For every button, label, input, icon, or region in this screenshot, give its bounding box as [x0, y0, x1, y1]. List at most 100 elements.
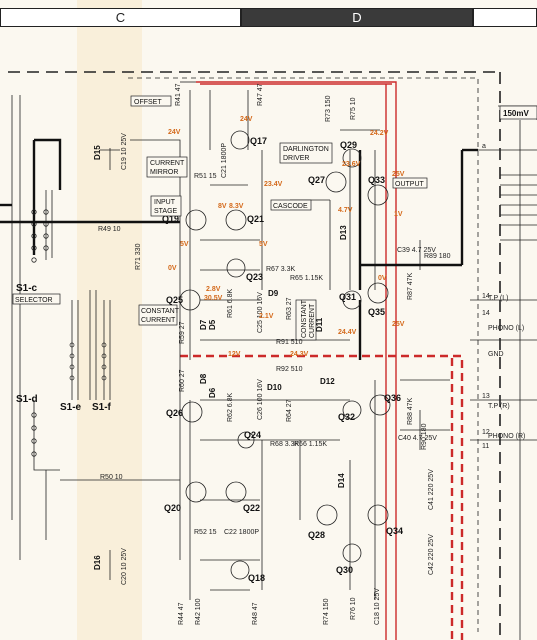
- label-r64: R64 27: [286, 399, 293, 422]
- label-c39: C39 4.7 25V: [397, 247, 436, 254]
- label-r51: R51 15: [194, 173, 217, 180]
- transistor-q36: Q36: [369, 393, 401, 416]
- pin-12: 12: [482, 429, 490, 436]
- selector-switch-s1d: [31, 400, 130, 540]
- transistor-q34: Q34: [367, 504, 403, 536]
- label-q31: Q31: [339, 292, 356, 302]
- label-r49: R49 10: [98, 226, 121, 233]
- label-q35: Q35: [368, 307, 385, 317]
- label-q33: Q33: [368, 175, 385, 185]
- transistor-q27: Q27: [308, 171, 347, 193]
- transistor-q23: Q23: [226, 258, 263, 282]
- label-r42: R42 100: [195, 598, 202, 625]
- transistor-q28: Q28: [308, 504, 338, 540]
- pin-11: 11: [482, 443, 489, 450]
- voltage-2-1v: 2.1V: [259, 313, 274, 320]
- label-r76: R76 10: [350, 597, 357, 620]
- label-d11: D11: [315, 317, 324, 332]
- label-offset: OFFSET: [134, 99, 162, 106]
- voltage-2-8v: 2.8V: [206, 286, 221, 293]
- label-r63: R63 27: [286, 297, 293, 320]
- transistor-q25: Q25: [166, 289, 201, 311]
- label-r74: R74 150: [323, 598, 330, 625]
- label-c20: C20 10 25V: [121, 548, 128, 585]
- label-q21: Q21: [247, 214, 264, 224]
- label-r62: R62 6.8K: [227, 392, 234, 422]
- voltage-24v-top: 24V: [240, 116, 253, 123]
- label-d10: D10: [267, 383, 282, 392]
- label-darlington-1: DARLINGTON: [283, 146, 329, 153]
- voltage-24-4v: 24.4V: [338, 329, 357, 336]
- label-q25: Q25: [166, 295, 183, 305]
- label-s1d: S1-d: [16, 394, 38, 405]
- label-selector: SELECTOR: [15, 297, 53, 304]
- label-r87: R87 47K: [407, 272, 414, 300]
- label-current-mirror-1: CURRENT: [150, 160, 185, 167]
- label-c22: C22 1800P: [224, 529, 259, 536]
- label-r90: R90 180: [421, 423, 428, 450]
- current-mirror-box: [146, 156, 188, 178]
- label-d12: D12: [320, 377, 335, 386]
- voltage-24v-left: 24V: [168, 129, 181, 136]
- label-constant-current-right-2: CURRENT: [309, 303, 316, 338]
- input-stage-box: [150, 195, 182, 217]
- label-input-stage-1: INPUT: [154, 199, 176, 206]
- transistor-q17: Q17: [230, 130, 267, 150]
- constant-current-right-box: [295, 299, 317, 341]
- label-d15: D15: [93, 145, 102, 160]
- transistor-q21: Q21: [225, 209, 264, 231]
- label-tp-r: T.P (R): [488, 403, 510, 410]
- label-r67: R67 3.3K: [266, 266, 296, 273]
- label-r88: R88 47K: [407, 397, 414, 425]
- voltage-23-6v: 23.6V: [342, 161, 361, 168]
- label-current-mirror-2: MIRROR: [150, 169, 178, 176]
- label-q28: Q28: [308, 530, 325, 540]
- label-c21: C21 1800P: [221, 143, 228, 178]
- transistor-q20: Q20: [164, 481, 207, 513]
- selector-switch-s1e-s1f: [69, 290, 111, 400]
- label-gnd: GND: [488, 351, 504, 358]
- board-outline: [8, 71, 501, 640]
- voltage-4-7v: 4.7V: [338, 207, 353, 214]
- transistor-q24: Q24: [237, 430, 261, 449]
- grid-column-d: D: [241, 8, 473, 27]
- label-q22: Q22: [243, 503, 260, 513]
- label-s1c: S1-c: [16, 283, 38, 294]
- label-d9: D9: [268, 289, 279, 298]
- grid-column-c: C: [0, 8, 241, 27]
- transistor-q33: Q33: [367, 175, 389, 206]
- transistor-q18: Q18: [230, 560, 265, 583]
- voltage-12v: 12V: [228, 351, 241, 358]
- label-r44: R44 47: [178, 602, 185, 625]
- label-r50: R50 10: [100, 474, 123, 481]
- label-q26: Q26: [166, 408, 183, 418]
- transistor-q29: Q29: [340, 140, 362, 168]
- voltage-5v-a: 5V: [180, 241, 189, 248]
- transistor-q35: Q35: [367, 282, 389, 317]
- label-q29: Q29: [340, 140, 357, 150]
- label-c19: C19 10 25V: [121, 133, 128, 170]
- label-c25: C25 100 16V: [257, 292, 264, 333]
- pin-a: a: [482, 143, 486, 150]
- label-r47: R47 47: [257, 83, 264, 106]
- voltage-25v: 25V: [392, 171, 405, 178]
- transistor-q22: Q22: [225, 481, 260, 513]
- label-r52: R52 15: [194, 529, 217, 536]
- transistor-q26: Q26: [166, 401, 203, 423]
- pin-13: 13: [482, 393, 490, 400]
- label-q23: Q23: [246, 272, 263, 282]
- label-q24: Q24: [244, 430, 261, 440]
- label-phono-r: PHONO (R): [488, 433, 525, 440]
- constant-current-left-box: [138, 304, 178, 326]
- label-r61: R61 6.8K: [227, 288, 234, 318]
- voltage-23-4v: 23.4V: [264, 181, 283, 188]
- label-d14: D14: [337, 473, 346, 488]
- output-box: [392, 177, 428, 189]
- label-q36: Q36: [384, 393, 401, 403]
- voltage-1v: 1V: [394, 211, 403, 218]
- label-q32: Q32: [338, 412, 355, 422]
- cascode-box: [270, 199, 312, 211]
- label-c41: C41 220 25V: [428, 469, 435, 510]
- label-q17: Q17: [250, 136, 267, 146]
